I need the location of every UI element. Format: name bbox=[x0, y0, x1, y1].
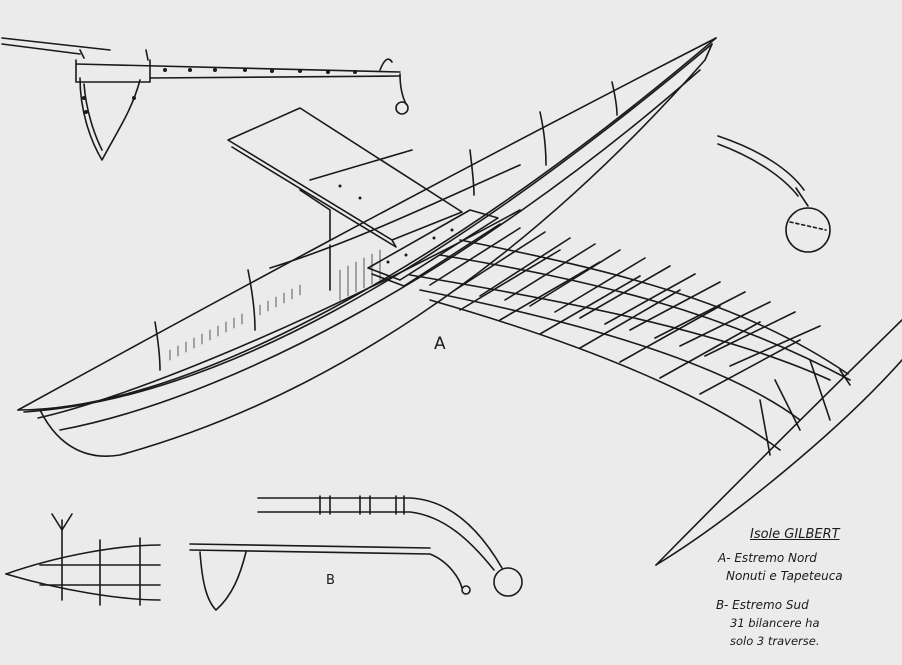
canoe-hull bbox=[17, 37, 717, 457]
section-detail-top bbox=[1, 37, 409, 161]
hull-hatching bbox=[169, 249, 381, 361]
legend-a-line1: A- Estremo Nord bbox=[718, 551, 817, 565]
legend-b-line3: solo 3 traverse. bbox=[730, 634, 820, 648]
label-a: A bbox=[434, 334, 446, 354]
hull-plan-bottom-left bbox=[5, 513, 161, 606]
label-b: B bbox=[326, 573, 335, 588]
outrigger-float bbox=[655, 319, 902, 566]
platform-boards bbox=[227, 107, 501, 287]
rivet-dots bbox=[82, 68, 454, 264]
legend-b-line2: 31 bilancere ha bbox=[730, 616, 820, 630]
boom-end-detail-top-right bbox=[717, 135, 831, 253]
legend-b-line1: B- Estremo Sud bbox=[716, 598, 809, 612]
outrigger-booms bbox=[409, 227, 851, 456]
legend-title: Isole GILBERT bbox=[750, 527, 840, 542]
legend-a-line2: Nonuti e Tapeteuca bbox=[726, 569, 843, 583]
section-detail-b bbox=[189, 495, 523, 611]
